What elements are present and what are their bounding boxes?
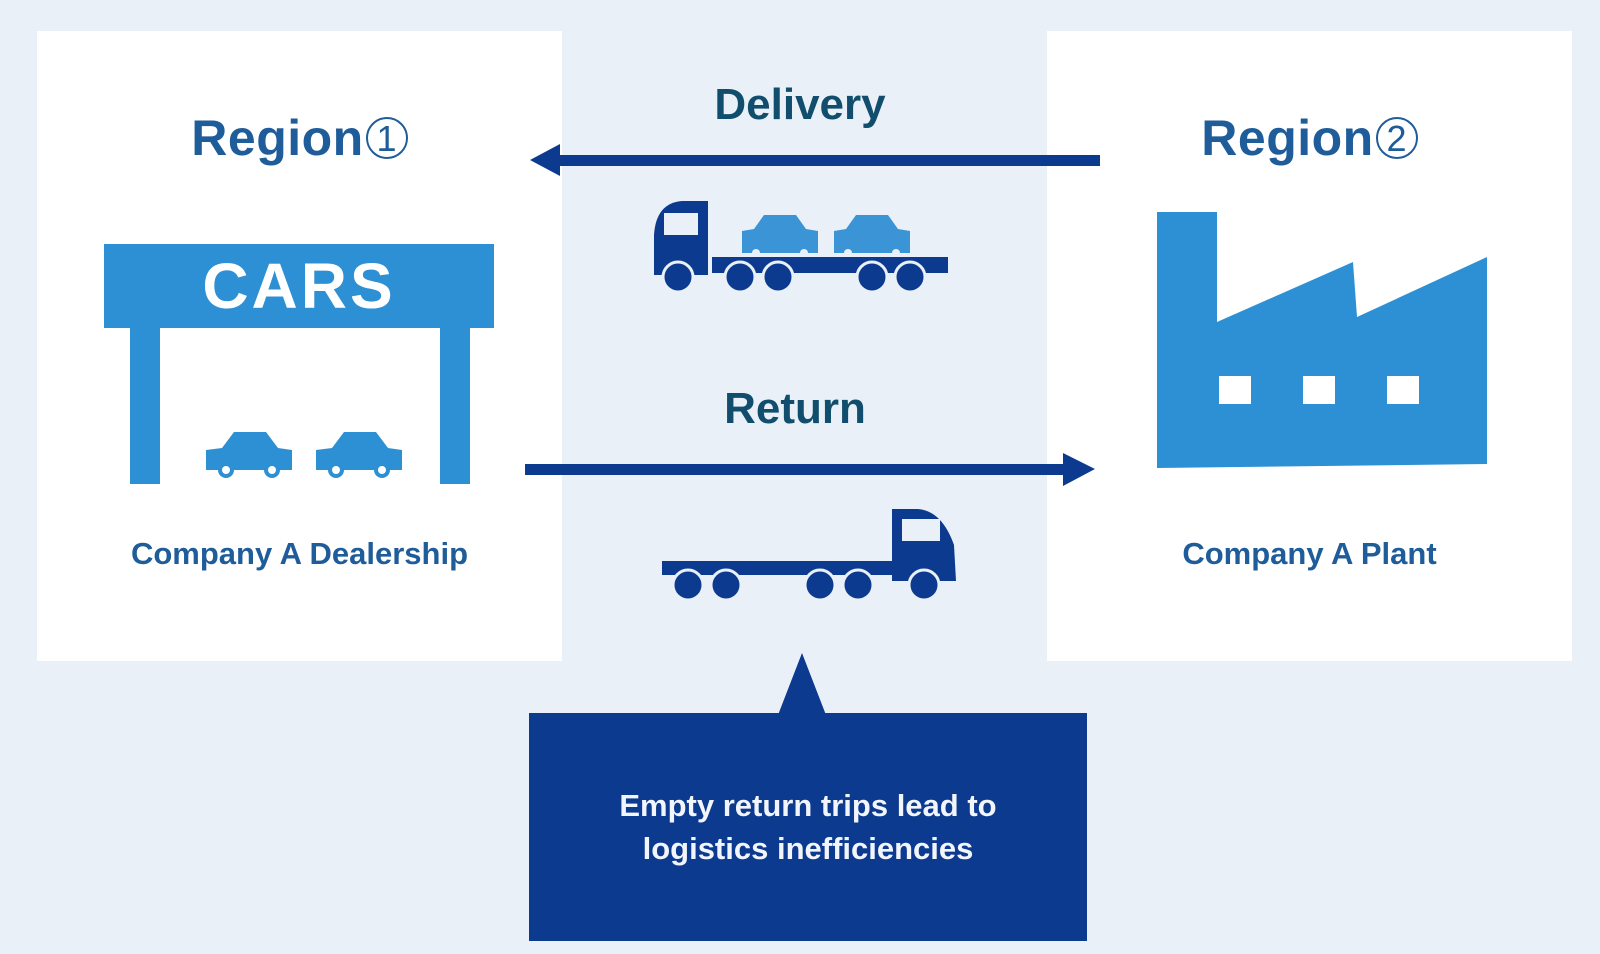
dealership-post-left: [130, 328, 160, 484]
factory-icon: [1157, 212, 1487, 468]
callout-text: Empty return trips lead to logistics ine…: [619, 788, 997, 866]
car-dealership-icon: CARS: [104, 244, 494, 496]
dealership-post-right: [440, 328, 470, 484]
return-label: Return: [724, 384, 866, 433]
callout-pointer: [778, 653, 826, 715]
delivery-label: Delivery: [714, 80, 886, 129]
dealership-label: Company A Dealership: [130, 536, 469, 571]
delivery-arrow-left-icon: [530, 144, 1100, 176]
loaded-car-carrier-truck-icon: [654, 201, 948, 294]
plant-label: Company A Plant: [1182, 536, 1437, 571]
region-1-name: Region: [191, 110, 364, 166]
empty-car-carrier-truck-icon: [662, 509, 956, 602]
region-1-number-badge: 1: [365, 117, 408, 159]
car-icon: [316, 432, 402, 478]
factory-window: [1219, 376, 1251, 404]
factory-window: [1387, 376, 1419, 404]
callout-box: Empty return trips lead to logistics ine…: [529, 713, 1087, 941]
factory-window: [1303, 376, 1335, 404]
region-2-number-badge: 2: [1375, 117, 1418, 159]
dealership-sign: CARS: [104, 244, 494, 328]
return-arrow-right-icon: [525, 453, 1095, 486]
parked-cars-icon: [206, 432, 402, 478]
region-2-name: Region: [1201, 110, 1374, 166]
car-icon: [206, 432, 292, 478]
